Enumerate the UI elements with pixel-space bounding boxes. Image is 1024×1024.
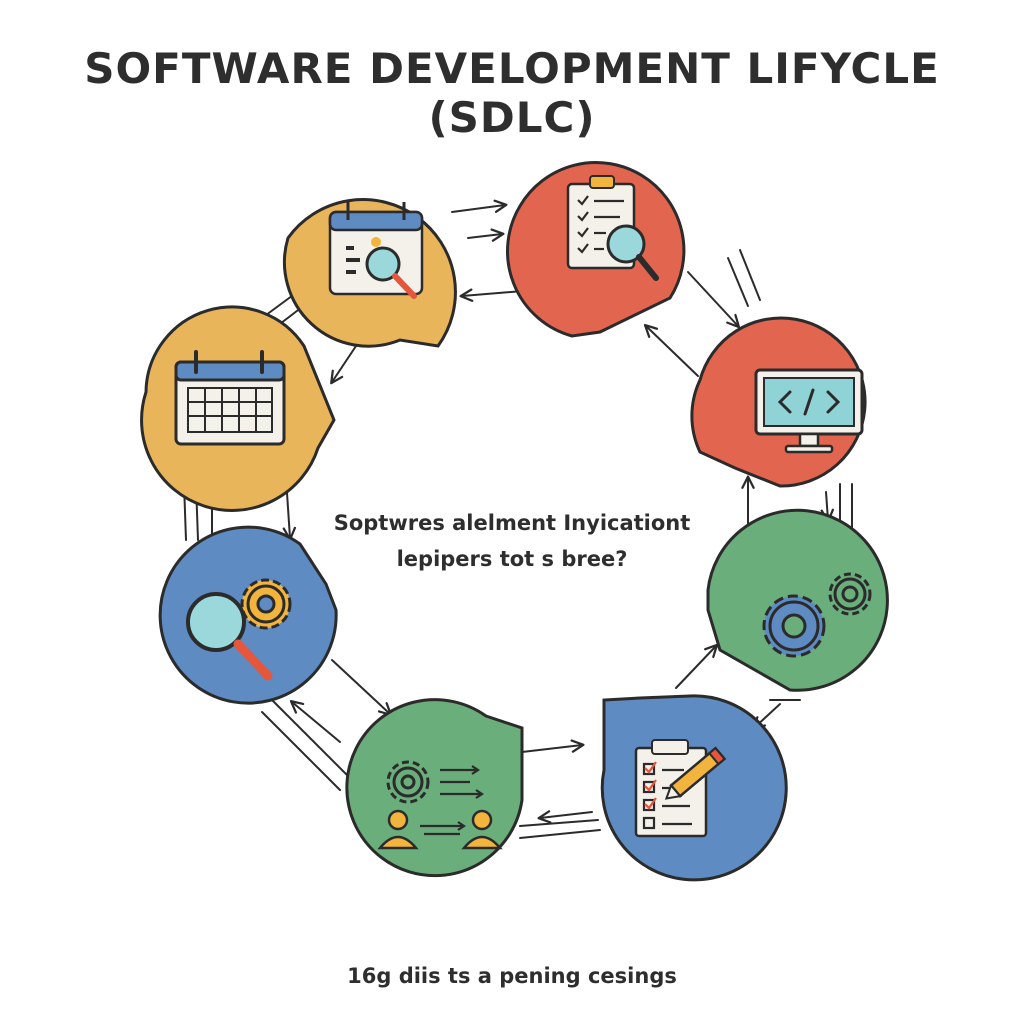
stage-deployment	[706, 508, 889, 692]
flow-arrows	[205, 199, 835, 824]
arrow	[331, 659, 393, 717]
gears-icon	[762, 572, 872, 658]
footer-caption: 16g diis ts a pening cesings	[347, 964, 677, 988]
calendar-search-icon	[328, 202, 424, 299]
connector-rails	[183, 249, 853, 839]
stage-scheduling	[140, 305, 336, 512]
center-caption-line-2: lepipers tot s bree?	[396, 547, 628, 571]
page-title: SOFTWARE DEVELOPMENT LIFYCLE (SDLC)	[84, 44, 940, 142]
arrow	[675, 643, 719, 689]
team-gear-icon	[377, 760, 503, 850]
stage-development	[690, 316, 867, 488]
arrow	[467, 228, 505, 242]
arrow	[521, 739, 585, 753]
stage-maintenance	[345, 698, 524, 878]
stage-testing	[600, 694, 788, 882]
center-caption-line-1: Soptwres alelment Inyicationt	[333, 511, 691, 535]
arrow	[289, 699, 341, 743]
center-caption: Soptwres alelment Inyicationt lepipers t…	[300, 505, 724, 577]
stage-requirements-planning	[282, 198, 457, 348]
calendar-icon	[174, 350, 286, 446]
arrow	[537, 810, 593, 824]
arrow	[330, 339, 361, 385]
arrow	[687, 271, 741, 329]
stage-review	[158, 525, 338, 705]
arrow	[451, 199, 508, 213]
arrow	[643, 323, 699, 377]
checklist-pencil-icon	[634, 739, 727, 838]
clipboard-search-icon	[566, 175, 659, 281]
stage-requirements-analysis	[506, 161, 686, 338]
code-monitor-icon	[754, 368, 864, 454]
magnifier-gear-icon	[186, 578, 292, 681]
